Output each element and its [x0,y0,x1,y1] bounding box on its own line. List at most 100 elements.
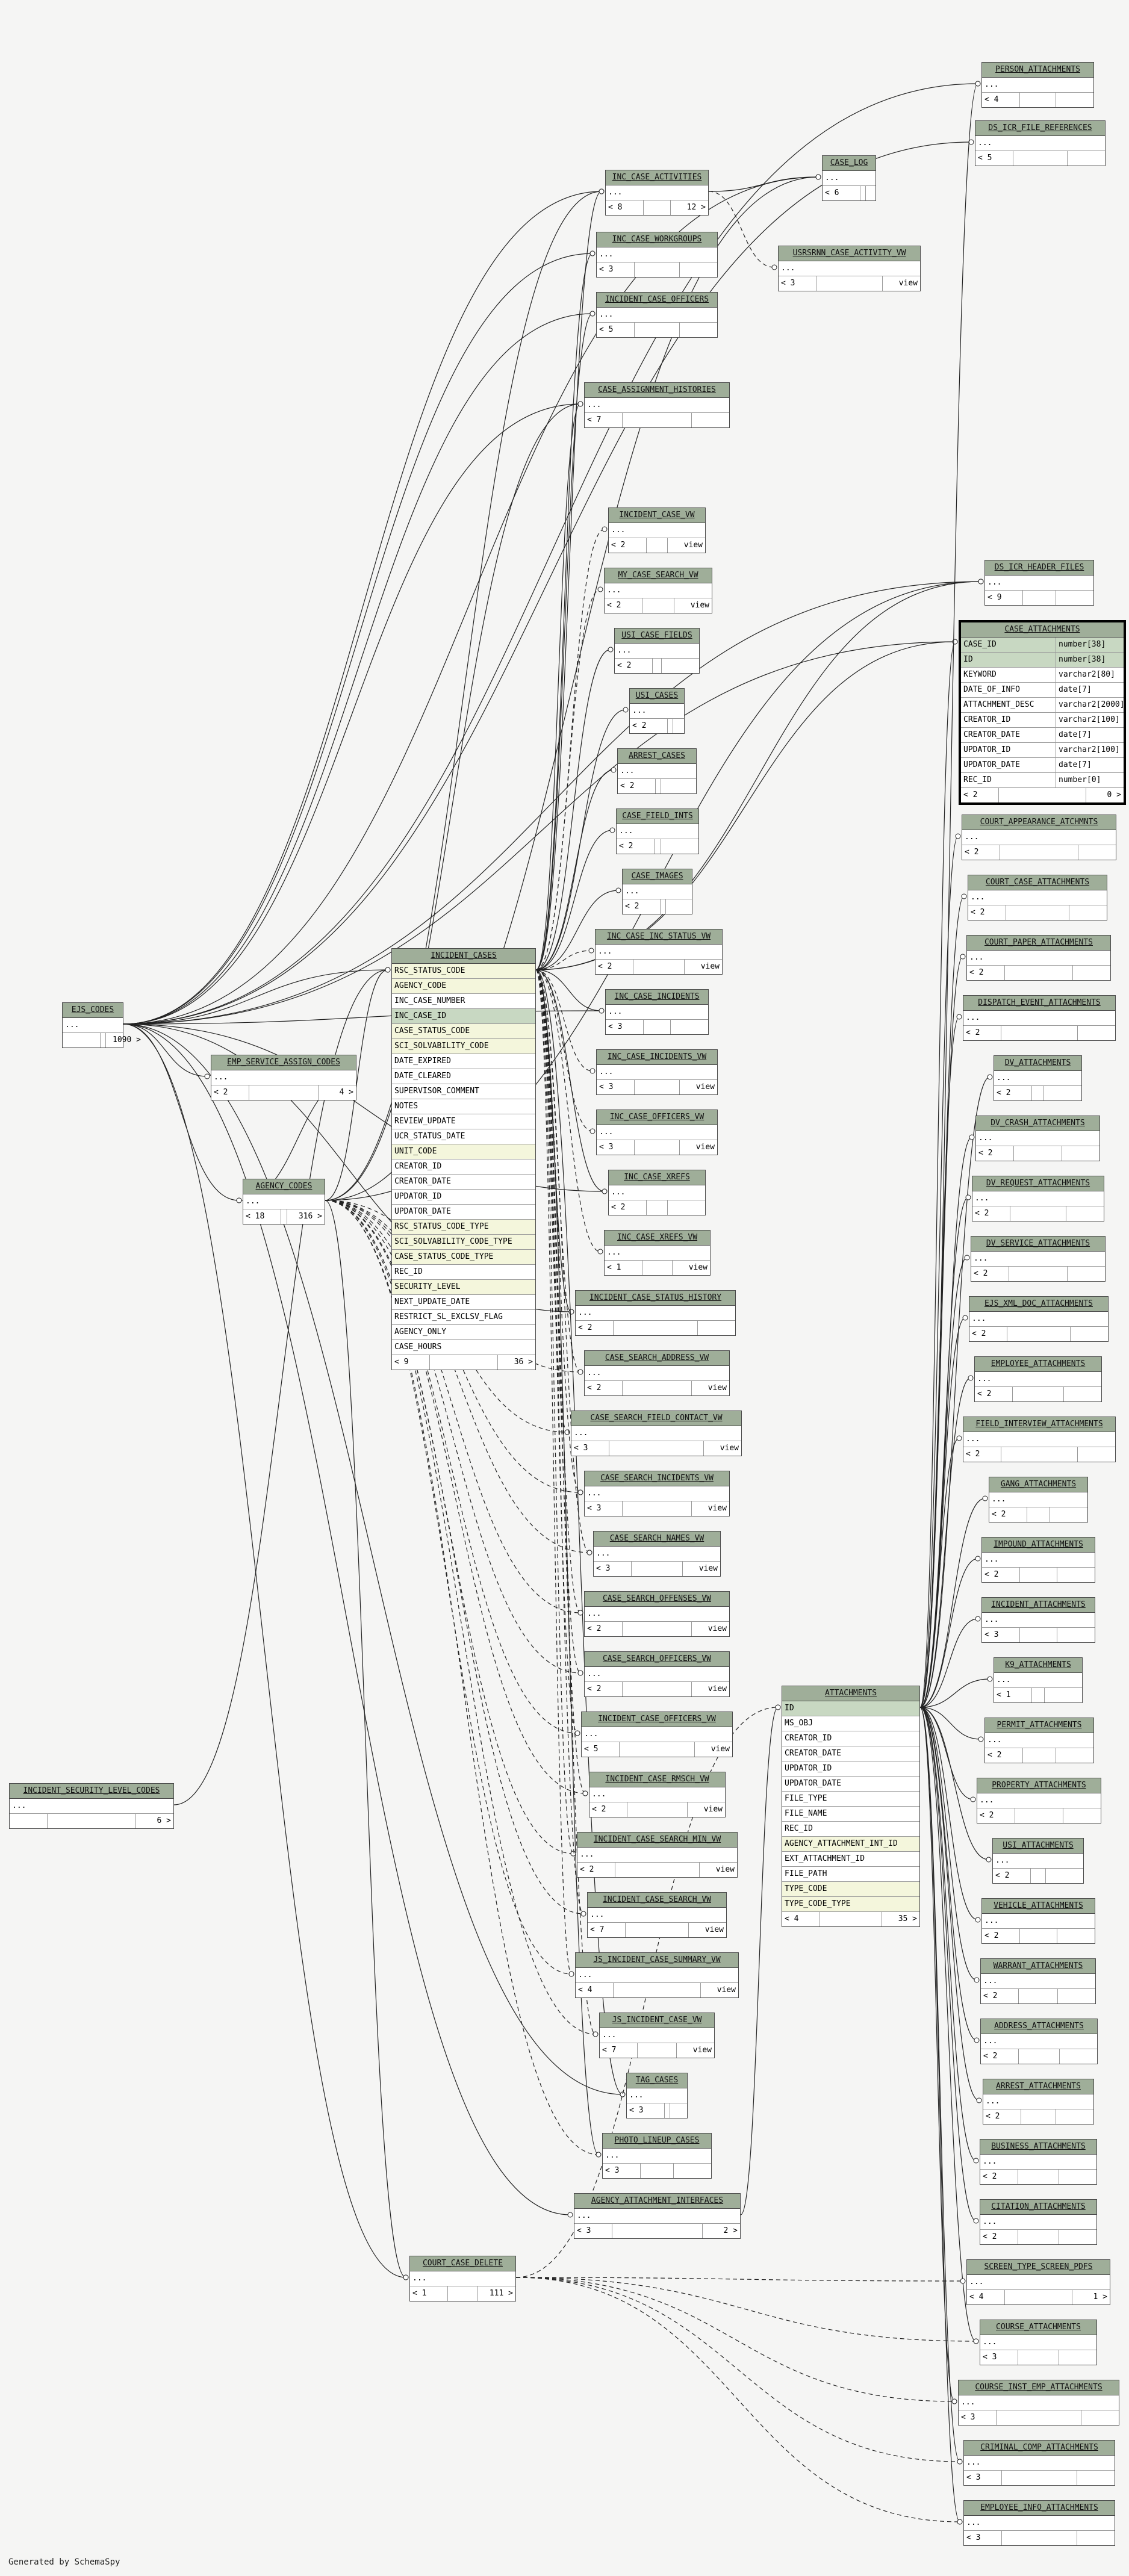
table-usi-attachments[interactable]: USI_ATTACHMENTS...< 2 [992,1838,1084,1884]
table-dv-crash-attachments[interactable]: DV_CRASH_ATTACHMENTS...< 2 [975,1116,1100,1161]
table-person-attachments[interactable]: PERSON_ATTACHMENTS...< 4 [981,62,1094,108]
table-header[interactable]: DISPATCH_EVENT_ATTACHMENTS [963,996,1115,1011]
table-inc-case-incidents[interactable]: INC_CASE_INCIDENTS...< 3 [605,989,709,1035]
table-employee-attachments[interactable]: EMPLOYEE_ATTACHMENTS...< 2 [974,1356,1102,1402]
table-incident-attachments[interactable]: INCIDENT_ATTACHMENTS...< 3 [981,1597,1095,1643]
table-header[interactable]: JS_INCIDENT_CASE_VW [600,2013,714,2028]
table-tag-cases[interactable]: TAG_CASES...< 3 [626,2073,688,2118]
table-citation-attachments[interactable]: CITATION_ATTACHMENTS...< 2 [980,2199,1097,2245]
table-arrest-attachments[interactable]: ARREST_ATTACHMENTS...< 2 [983,2079,1094,2124]
table-header[interactable]: INCIDENT_CASE_OFFICERS_VW [582,1712,732,1727]
table-header[interactable]: COURSE_INST_EMP_ATTACHMENTS [959,2380,1119,2395]
table-inc-case-workgroups[interactable]: INC_CASE_WORKGROUPS...< 3 [596,232,718,278]
table-header[interactable]: INCIDENT_CASE_RMSCH_VW [589,1772,725,1787]
table-header[interactable]: ADDRESS_ATTACHMENTS [981,2019,1097,2034]
table-header[interactable]: EJS_CODES [63,1003,123,1018]
table-header[interactable]: CASE_SEARCH_INCIDENTS_VW [585,1471,729,1486]
table-header[interactable]: INCIDENT_SECURITY_LEVEL_CODES [10,1784,173,1799]
table-header[interactable]: CASE_SEARCH_OFFICERS_VW [585,1652,729,1667]
table-header[interactable]: MY_CASE_SEARCH_VW [605,568,712,583]
table-ejs-codes[interactable]: EJS_CODES...1090 > [62,1002,141,1048]
table-header[interactable]: USRSRNN_CASE_ACTIVITY_VW [779,246,920,261]
table-dv-attachments[interactable]: DV_ATTACHMENTS...< 2 [994,1055,1082,1101]
table-header[interactable]: PHOTO_LINEUP_CASES [603,2134,711,2149]
table-case-assignment-histories[interactable]: CASE_ASSIGNMENT_HISTORIES...< 7 [584,382,730,428]
table-address-attachments[interactable]: ADDRESS_ATTACHMENTS...< 2 [980,2019,1098,2064]
table-header[interactable]: CITATION_ATTACHMENTS [980,2200,1096,2215]
table-header[interactable]: COURT_CASE_DELETE [410,2256,515,2271]
table-header[interactable]: WARRANT_ATTACHMENTS [981,1959,1095,1974]
table-header[interactable]: CRIMINAL_COMP_ATTACHMENTS [964,2441,1115,2456]
table-case-images[interactable]: CASE_IMAGES...< 2 [622,869,692,914]
table-header[interactable]: K9_ATTACHMENTS [994,1658,1082,1673]
table-header[interactable]: INC_CASE_XREFS_VW [605,1231,710,1246]
table-warrant-attachments[interactable]: WARRANT_ATTACHMENTS...< 2 [980,1958,1096,2004]
table-header[interactable]: EMP_SERVICE_ASSIGN_CODES [211,1055,356,1070]
table-header[interactable]: EJS_XML_DOC_ATTACHMENTS [969,1297,1108,1312]
table-header[interactable]: INC_CASE_INCIDENTS_VW [597,1050,717,1065]
table-court-appearance-atchmnts[interactable]: COURT_APPEARANCE_ATCHMNTS...< 2 [962,815,1116,860]
table-inc-case-xrefs[interactable]: INC_CASE_XREFS...< 2 [608,1170,706,1215]
table-header[interactable]: COURT_APPEARANCE_ATCHMNTS [962,815,1116,830]
table-header[interactable]: DS_ICR_FILE_REFERENCES [975,121,1105,136]
table-header[interactable]: FIELD_INTERVIEW_ATTACHMENTS [963,1417,1115,1432]
table-header[interactable]: CASE_SEARCH_ADDRESS_VW [585,1351,729,1366]
table-header[interactable]: INC_CASE_INC_STATUS_VW [596,930,722,945]
table-header[interactable]: USI_ATTACHMENTS [993,1839,1083,1854]
table-property-attachments[interactable]: PROPERTY_ATTACHMENTS...< 2 [977,1778,1101,1823]
table-k9-attachments[interactable]: K9_ATTACHMENTS...< 1 [994,1657,1083,1703]
table-field-interview-attachments[interactable]: FIELD_INTERVIEW_ATTACHMENTS...< 2 [963,1417,1116,1462]
table-header[interactable]: INC_CASE_OFFICERS_VW [597,1110,717,1125]
table-header[interactable]: CASE_SEARCH_OFFENSES_VW [585,1592,729,1607]
table-header[interactable]: INCIDENT_CASES [392,949,535,964]
table-header[interactable]: AGENCY_CODES [243,1179,325,1194]
table-header[interactable]: CASE_ASSIGNMENT_HISTORIES [585,383,729,398]
table-header[interactable]: ARREST_ATTACHMENTS [983,2079,1093,2094]
table-header[interactable]: CASE_ATTACHMENTS [961,622,1124,638]
table-header[interactable]: AGENCY_ATTACHMENT_INTERFACES [574,2194,740,2209]
table-case-field-ints[interactable]: CASE_FIELD_INTS...< 2 [616,808,699,854]
table-header[interactable]: DV_CRASH_ATTACHMENTS [976,1116,1099,1131]
table-dv-service-attachments[interactable]: DV_SERVICE_ATTACHMENTS...< 2 [971,1236,1106,1282]
table-header[interactable]: EMPLOYEE_ATTACHMENTS [975,1357,1101,1372]
table-header[interactable]: CASE_SEARCH_FIELD_CONTACT_VW [571,1411,741,1426]
table-header[interactable]: COURSE_ATTACHMENTS [980,2320,1096,2335]
table-ejs-xml-doc-attachments[interactable]: EJS_XML_DOC_ATTACHMENTS...< 2 [969,1296,1109,1342]
table-header[interactable]: INC_CASE_ACTIVITIES [606,170,708,185]
table-employee-info-attachments[interactable]: EMPLOYEE_INFO_ATTACHMENTS...< 3 [963,2500,1115,2546]
table-header[interactable]: DV_ATTACHMENTS [994,1056,1081,1071]
table-header[interactable]: USI_CASE_FIELDS [615,628,699,644]
table-vehicle-attachments[interactable]: VEHICLE_ATTACHMENTS...< 2 [981,1898,1095,1944]
table-header[interactable]: INCIDENT_CASE_OFFICERS [597,293,717,308]
table-header[interactable]: DS_ICR_HEADER_FILES [985,560,1093,576]
table-header[interactable]: VEHICLE_ATTACHMENTS [982,1899,1095,1914]
table-header[interactable]: INCIDENT_CASE_SEARCH_VW [588,1893,726,1908]
table-gang-attachments[interactable]: GANG_ATTACHMENTS...< 2 [989,1477,1088,1522]
table-header[interactable]: COURT_PAPER_ATTACHMENTS [967,936,1110,951]
table-court-paper-attachments[interactable]: COURT_PAPER_ATTACHMENTS...< 2 [966,935,1111,981]
table-header[interactable]: CASE_SEARCH_NAMES_VW [594,1532,720,1547]
table-header[interactable]: INC_CASE_WORKGROUPS [597,232,717,247]
table-header[interactable]: USI_CASES [630,689,684,704]
